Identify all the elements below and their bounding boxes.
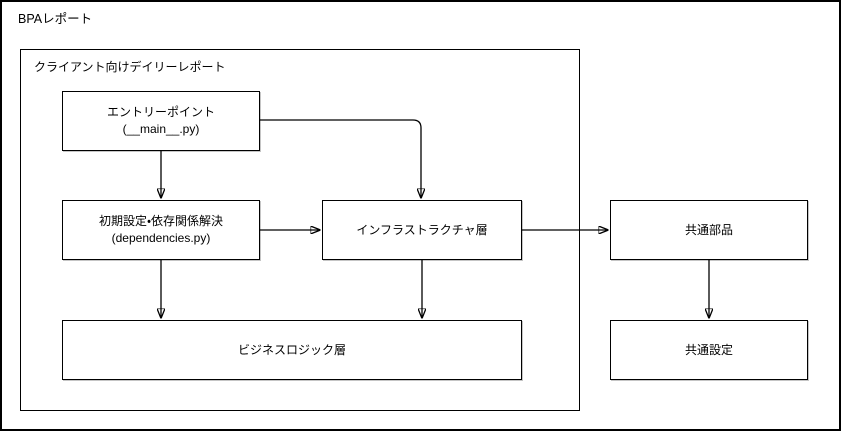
- node-init-deps: 初期設定・依存関係解決 (dependencies.py): [62, 200, 260, 260]
- container-label: クライアント向けデイリーレポート: [34, 60, 226, 74]
- node-infrastructure-layer: インフラストラクチャ層: [322, 200, 522, 260]
- node-init-deps-subtitle: (dependencies.py): [111, 231, 211, 245]
- node-shared-config-label: 共通設定: [684, 342, 733, 357]
- node-entry-point: エントリーポイント (__main__.py): [62, 91, 260, 151]
- node-entry-point-title: エントリーポイント: [106, 105, 215, 119]
- node-shared-components: 共通部品: [610, 200, 808, 260]
- node-infrastructure-label: インフラストラクチャ層: [356, 222, 488, 237]
- node-shared-components-label: 共通部品: [684, 222, 733, 237]
- node-business-logic-label: ビジネスロジック層: [237, 342, 346, 357]
- node-business-logic-layer: ビジネスロジック層: [62, 320, 522, 380]
- node-init-deps-title: 初期設定・依存関係解決: [98, 214, 224, 228]
- node-entry-point-subtitle: (__main__.py): [122, 122, 200, 136]
- diagram-title: BPAレポート: [18, 12, 93, 26]
- node-shared-config: 共通設定: [610, 320, 808, 380]
